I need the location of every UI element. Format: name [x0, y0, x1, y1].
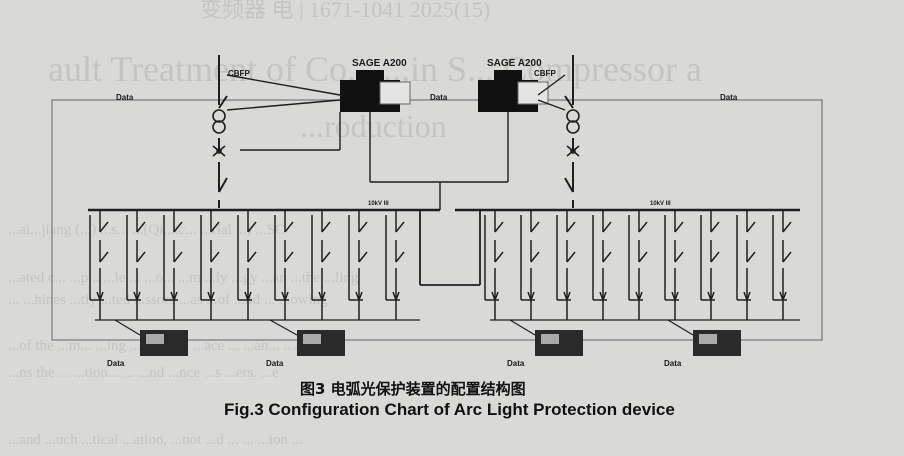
left-feeder-9 — [385, 210, 405, 320]
bus-right-label: 10kV III — [650, 201, 671, 207]
background-header-text: 变频器 电 | 1671-1041 2025(15) — [200, 0, 491, 22]
left-feeder-3 — [163, 210, 183, 320]
sub-unit-2 — [269, 319, 345, 356]
sage-connections — [226, 74, 566, 210]
left-sage-unit — [340, 70, 411, 112]
left-feeder-6 — [274, 210, 294, 320]
left-feeder-4 — [200, 210, 220, 320]
left-incoming-circuit — [218, 55, 228, 208]
bus-left-label: 10kV III — [368, 201, 389, 207]
left-transformer-icon — [212, 109, 226, 157]
left-feeder-8 — [348, 210, 368, 320]
left-feeder-2 — [126, 210, 146, 320]
data-label-top-right: Data — [720, 93, 738, 102]
right-incoming-circuit — [564, 55, 574, 208]
sub-unit-4 — [667, 319, 741, 356]
data-label-bottom-2: Data — [266, 359, 284, 368]
left-feeder-7 — [311, 210, 331, 320]
right-feeder-3 — [556, 210, 576, 320]
data-label-bottom-4: Data — [664, 359, 682, 368]
right-feeder-6 — [664, 210, 684, 320]
right-feeder-5 — [628, 210, 648, 320]
cbfp-left-label: CBFP — [228, 69, 250, 78]
data-label-top-left: Data — [116, 93, 134, 102]
right-feeder-2 — [520, 210, 540, 320]
left-feeder-5 — [237, 210, 257, 320]
figure-caption-chinese: 图3 电弧光保护装置的配置结构图 — [300, 380, 526, 398]
data-label-bottom-3: Data — [507, 359, 525, 368]
background-body-text: ...ns the ... ...tion... ... ...nd ...nc… — [8, 365, 279, 381]
figure-caption-english: Fig.3 Configuration Chart of Arc Light P… — [224, 400, 675, 419]
sage-right-label: SAGE A200 — [487, 58, 542, 69]
right-feeder-4 — [592, 210, 612, 320]
diagram-frame — [51, 99, 823, 341]
right-feeder-group — [484, 210, 792, 320]
sub-unit-3 — [509, 319, 583, 356]
sub-unit-1 — [114, 319, 188, 356]
background-title-text-2: ...roduction — [300, 108, 447, 144]
right-transformer-icon — [566, 109, 580, 157]
left-feeder-1 — [89, 210, 109, 320]
data-label-top-center: Data — [430, 93, 448, 102]
bus-coupler — [419, 210, 481, 286]
right-feeder-1 — [484, 210, 504, 320]
right-sage-unit — [478, 70, 549, 112]
right-feeder-8 — [736, 210, 756, 320]
data-label-bottom-1: Data — [107, 359, 125, 368]
right-feeder-9 — [772, 210, 792, 320]
background-body-text: ...and ...uch ...tical ...ation, ...not … — [8, 432, 303, 448]
sage-left-label: SAGE A200 — [352, 58, 407, 69]
right-feeder-7 — [700, 210, 720, 320]
left-feeder-group — [89, 210, 405, 320]
background-body-text: ...ated c... ...p... ...le.... ...o... .… — [8, 270, 359, 286]
cbfp-right-label: CBFP — [534, 69, 556, 78]
